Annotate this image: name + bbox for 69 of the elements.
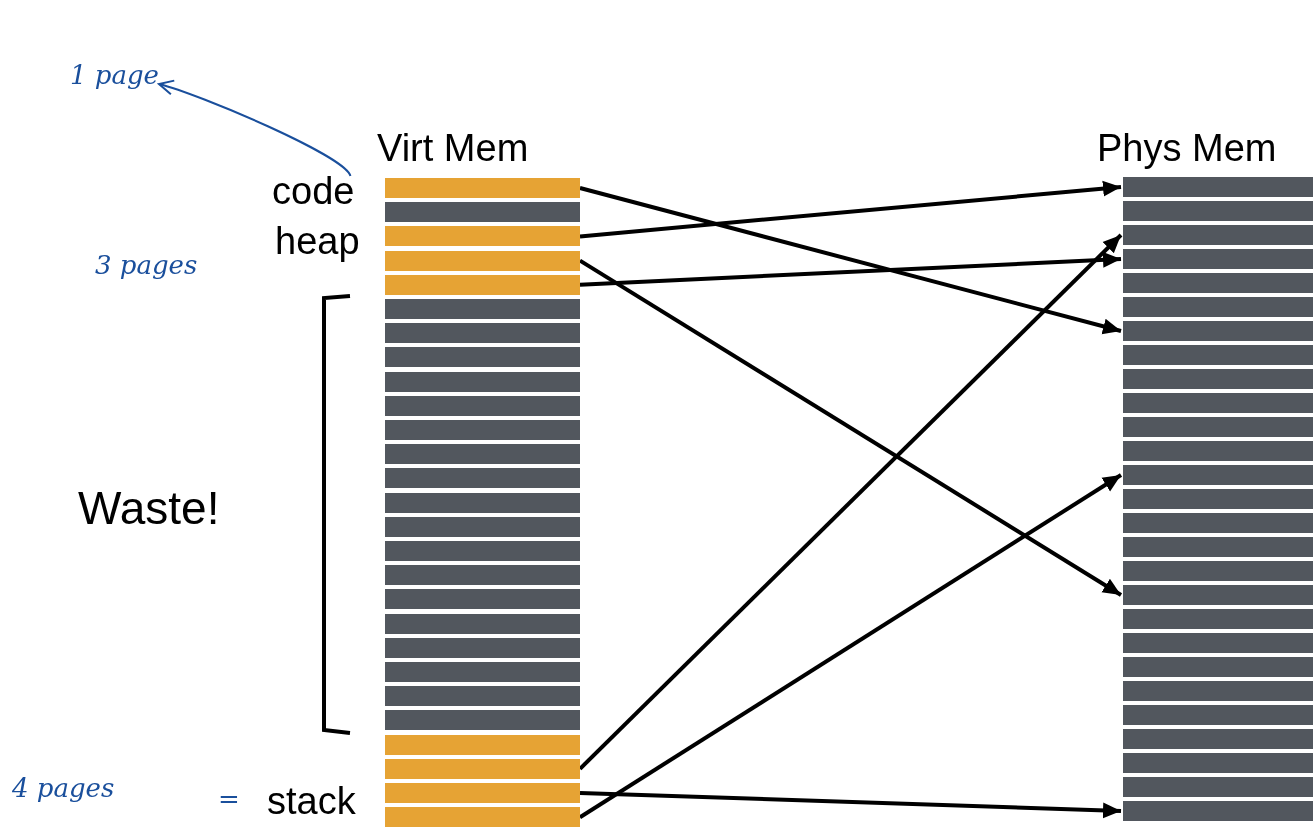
used-page-bar xyxy=(385,250,580,271)
page-bar xyxy=(1123,633,1313,653)
used-page-bar xyxy=(385,274,580,295)
handwritten-note: 1 page xyxy=(70,62,159,88)
page-bar xyxy=(385,613,580,634)
page-bar xyxy=(1123,777,1313,797)
segment-label: heap xyxy=(275,222,360,260)
page-bar xyxy=(385,420,580,440)
mapping-arrow xyxy=(579,791,1122,819)
page-bar xyxy=(1123,321,1313,341)
handwritten-note: 4 pages xyxy=(12,775,115,801)
page-bar xyxy=(1123,273,1313,293)
page-bar xyxy=(1123,705,1313,725)
segment-label: code xyxy=(272,172,355,210)
page-bar xyxy=(385,686,580,707)
page-bar xyxy=(1123,297,1313,317)
page-bar xyxy=(1123,729,1313,749)
segment-label: stack xyxy=(267,782,356,820)
column-heading: Virt Mem xyxy=(377,129,529,167)
page-bar xyxy=(385,637,580,658)
page-bar xyxy=(385,710,580,731)
page-bar xyxy=(1123,369,1313,389)
page-bar xyxy=(385,516,580,537)
page-bar xyxy=(1123,753,1313,773)
page-bar xyxy=(1123,345,1313,365)
mapping-arrow xyxy=(579,251,1122,287)
page-bar xyxy=(1123,225,1313,245)
page-bar xyxy=(1123,657,1313,677)
page-bar xyxy=(385,347,580,368)
page-bar xyxy=(385,323,580,344)
page-bar xyxy=(385,541,580,561)
page-bar xyxy=(385,444,580,465)
used-page-bar xyxy=(385,783,580,803)
mapping-arrow xyxy=(579,180,1122,239)
page-bar xyxy=(1123,801,1313,821)
page-bar xyxy=(385,492,580,513)
page-bar xyxy=(385,589,580,610)
page-bar xyxy=(385,662,580,682)
handwritten-arrow xyxy=(158,80,352,177)
page-bar xyxy=(1123,201,1313,221)
handwritten-note: = xyxy=(218,786,240,812)
page-bar xyxy=(1123,417,1313,437)
page-bar xyxy=(1123,561,1313,581)
page-bar xyxy=(1123,585,1313,605)
page-bar xyxy=(385,468,580,489)
page-bar xyxy=(385,565,580,586)
used-page-bar xyxy=(385,758,580,779)
page-bar xyxy=(1123,441,1313,461)
page-bar xyxy=(385,371,580,392)
page-bar xyxy=(1123,489,1313,509)
used-page-bar xyxy=(385,178,580,198)
page-bar xyxy=(1123,681,1313,701)
page-bar xyxy=(1123,609,1313,629)
page-bar xyxy=(1123,177,1313,197)
page-bar xyxy=(1123,465,1313,485)
annotation-text: Waste! xyxy=(78,485,220,531)
page-bar xyxy=(385,395,580,416)
used-page-bar xyxy=(385,807,580,828)
page-bar xyxy=(1123,249,1313,269)
page-bar xyxy=(385,202,580,223)
handwritten-note: 3 pages xyxy=(95,252,198,278)
page-bar xyxy=(1123,537,1313,557)
page-bar xyxy=(1123,393,1313,413)
mapping-arrow xyxy=(579,186,1122,335)
page-bar xyxy=(385,299,580,319)
used-page-bar xyxy=(385,734,580,755)
used-page-bar xyxy=(385,226,580,247)
column-heading: Phys Mem xyxy=(1097,129,1277,167)
page-bar xyxy=(1123,513,1313,533)
